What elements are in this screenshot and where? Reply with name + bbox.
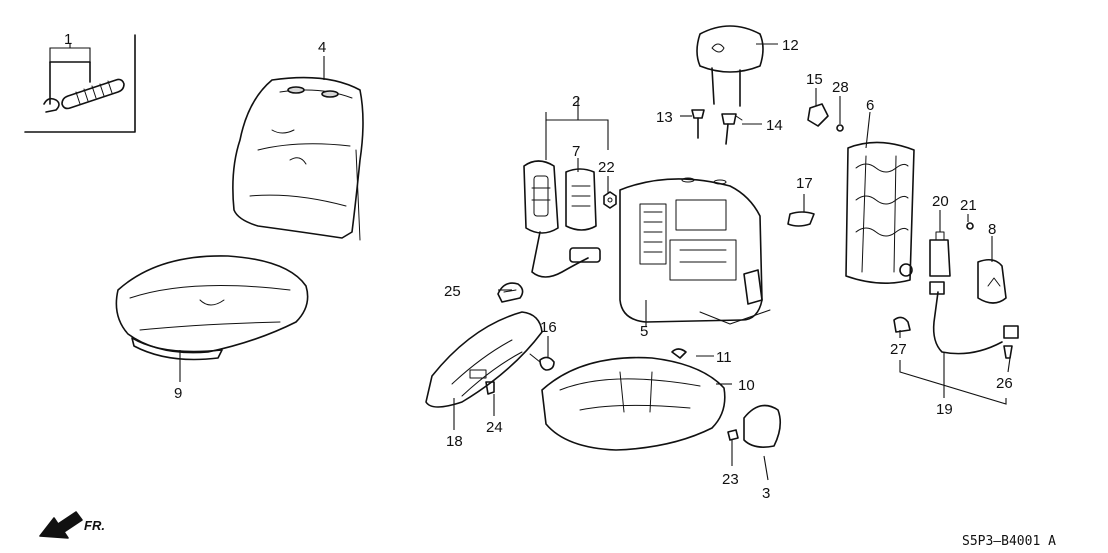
front-label: FR. (84, 518, 105, 533)
part-28-screw (836, 124, 844, 132)
part-21-screw (966, 222, 974, 230)
callout-2: 2 (572, 93, 580, 110)
callout-21: 21 (960, 197, 977, 214)
part-6-seatback-frame (845, 141, 915, 284)
part-3-recliner-cover (743, 404, 782, 448)
part-10-cushion-pad (541, 356, 726, 451)
callout-3: 3 (762, 485, 770, 502)
callout-15: 15 (806, 71, 823, 88)
callout-8: 8 (988, 221, 996, 238)
part-14-guide-lock (721, 113, 743, 145)
callout-11: 11 (716, 349, 732, 366)
callout-27: 27 (890, 341, 907, 358)
part-1-clip-kit (24, 34, 136, 133)
callout-25: 25 (444, 283, 461, 300)
callout-24: 24 (486, 419, 503, 436)
part-17-pad (787, 211, 815, 227)
callout-1: 1 (64, 31, 72, 48)
callout-labels: 1 2 3 4 5 6 7 8 9 10 11 12 13 14 15 16 1… (64, 31, 1013, 502)
callout-7: 7 (572, 143, 580, 160)
callout-12: 12 (782, 37, 799, 54)
callout-22: 22 (598, 159, 615, 176)
callout-23: 23 (722, 471, 739, 488)
part-11-clip (671, 348, 687, 359)
callout-9: 9 (174, 385, 182, 402)
part-13-guide (691, 109, 705, 139)
leader-lines (49, 43, 1011, 481)
part-27-clip (893, 316, 911, 333)
callout-5: 5 (640, 323, 648, 340)
callout-18: 18 (446, 433, 463, 450)
part-5-seatback-pad (619, 177, 771, 325)
callout-20: 20 (932, 193, 949, 210)
part-12-headrest (696, 25, 764, 107)
part-26-clip (1003, 345, 1013, 359)
reference-code: S5P3—B4001 A (962, 534, 1056, 549)
part-8-switch-cover (977, 258, 1007, 304)
callout-19: 19 (936, 401, 953, 418)
part-9-cushion-cover (115, 255, 309, 361)
part-19-wire-harness (929, 281, 1019, 355)
part-7-trim-panel (565, 168, 597, 231)
front-arrow-icon (39, 511, 83, 539)
callout-28: 28 (832, 79, 849, 96)
callout-16: 16 (540, 319, 557, 336)
part-25-clip (497, 282, 524, 303)
part-2-side-cover (523, 160, 601, 278)
part-4-seatback-cover (232, 76, 364, 241)
part-15-knob (807, 103, 829, 127)
part-16-bolt-cap (529, 353, 555, 371)
callout-26: 26 (996, 375, 1013, 392)
callout-6: 6 (866, 97, 874, 114)
part-23-clip (727, 429, 739, 441)
part-24-clip (485, 381, 495, 395)
callout-17: 17 (796, 175, 813, 192)
callout-13: 13 (656, 109, 673, 126)
part-20-switch (929, 231, 951, 277)
part-18-side-trim (425, 311, 543, 408)
callout-14: 14 (766, 117, 783, 134)
callout-10: 10 (738, 377, 755, 394)
callout-4: 4 (318, 39, 326, 56)
part-22-nut (603, 191, 617, 209)
